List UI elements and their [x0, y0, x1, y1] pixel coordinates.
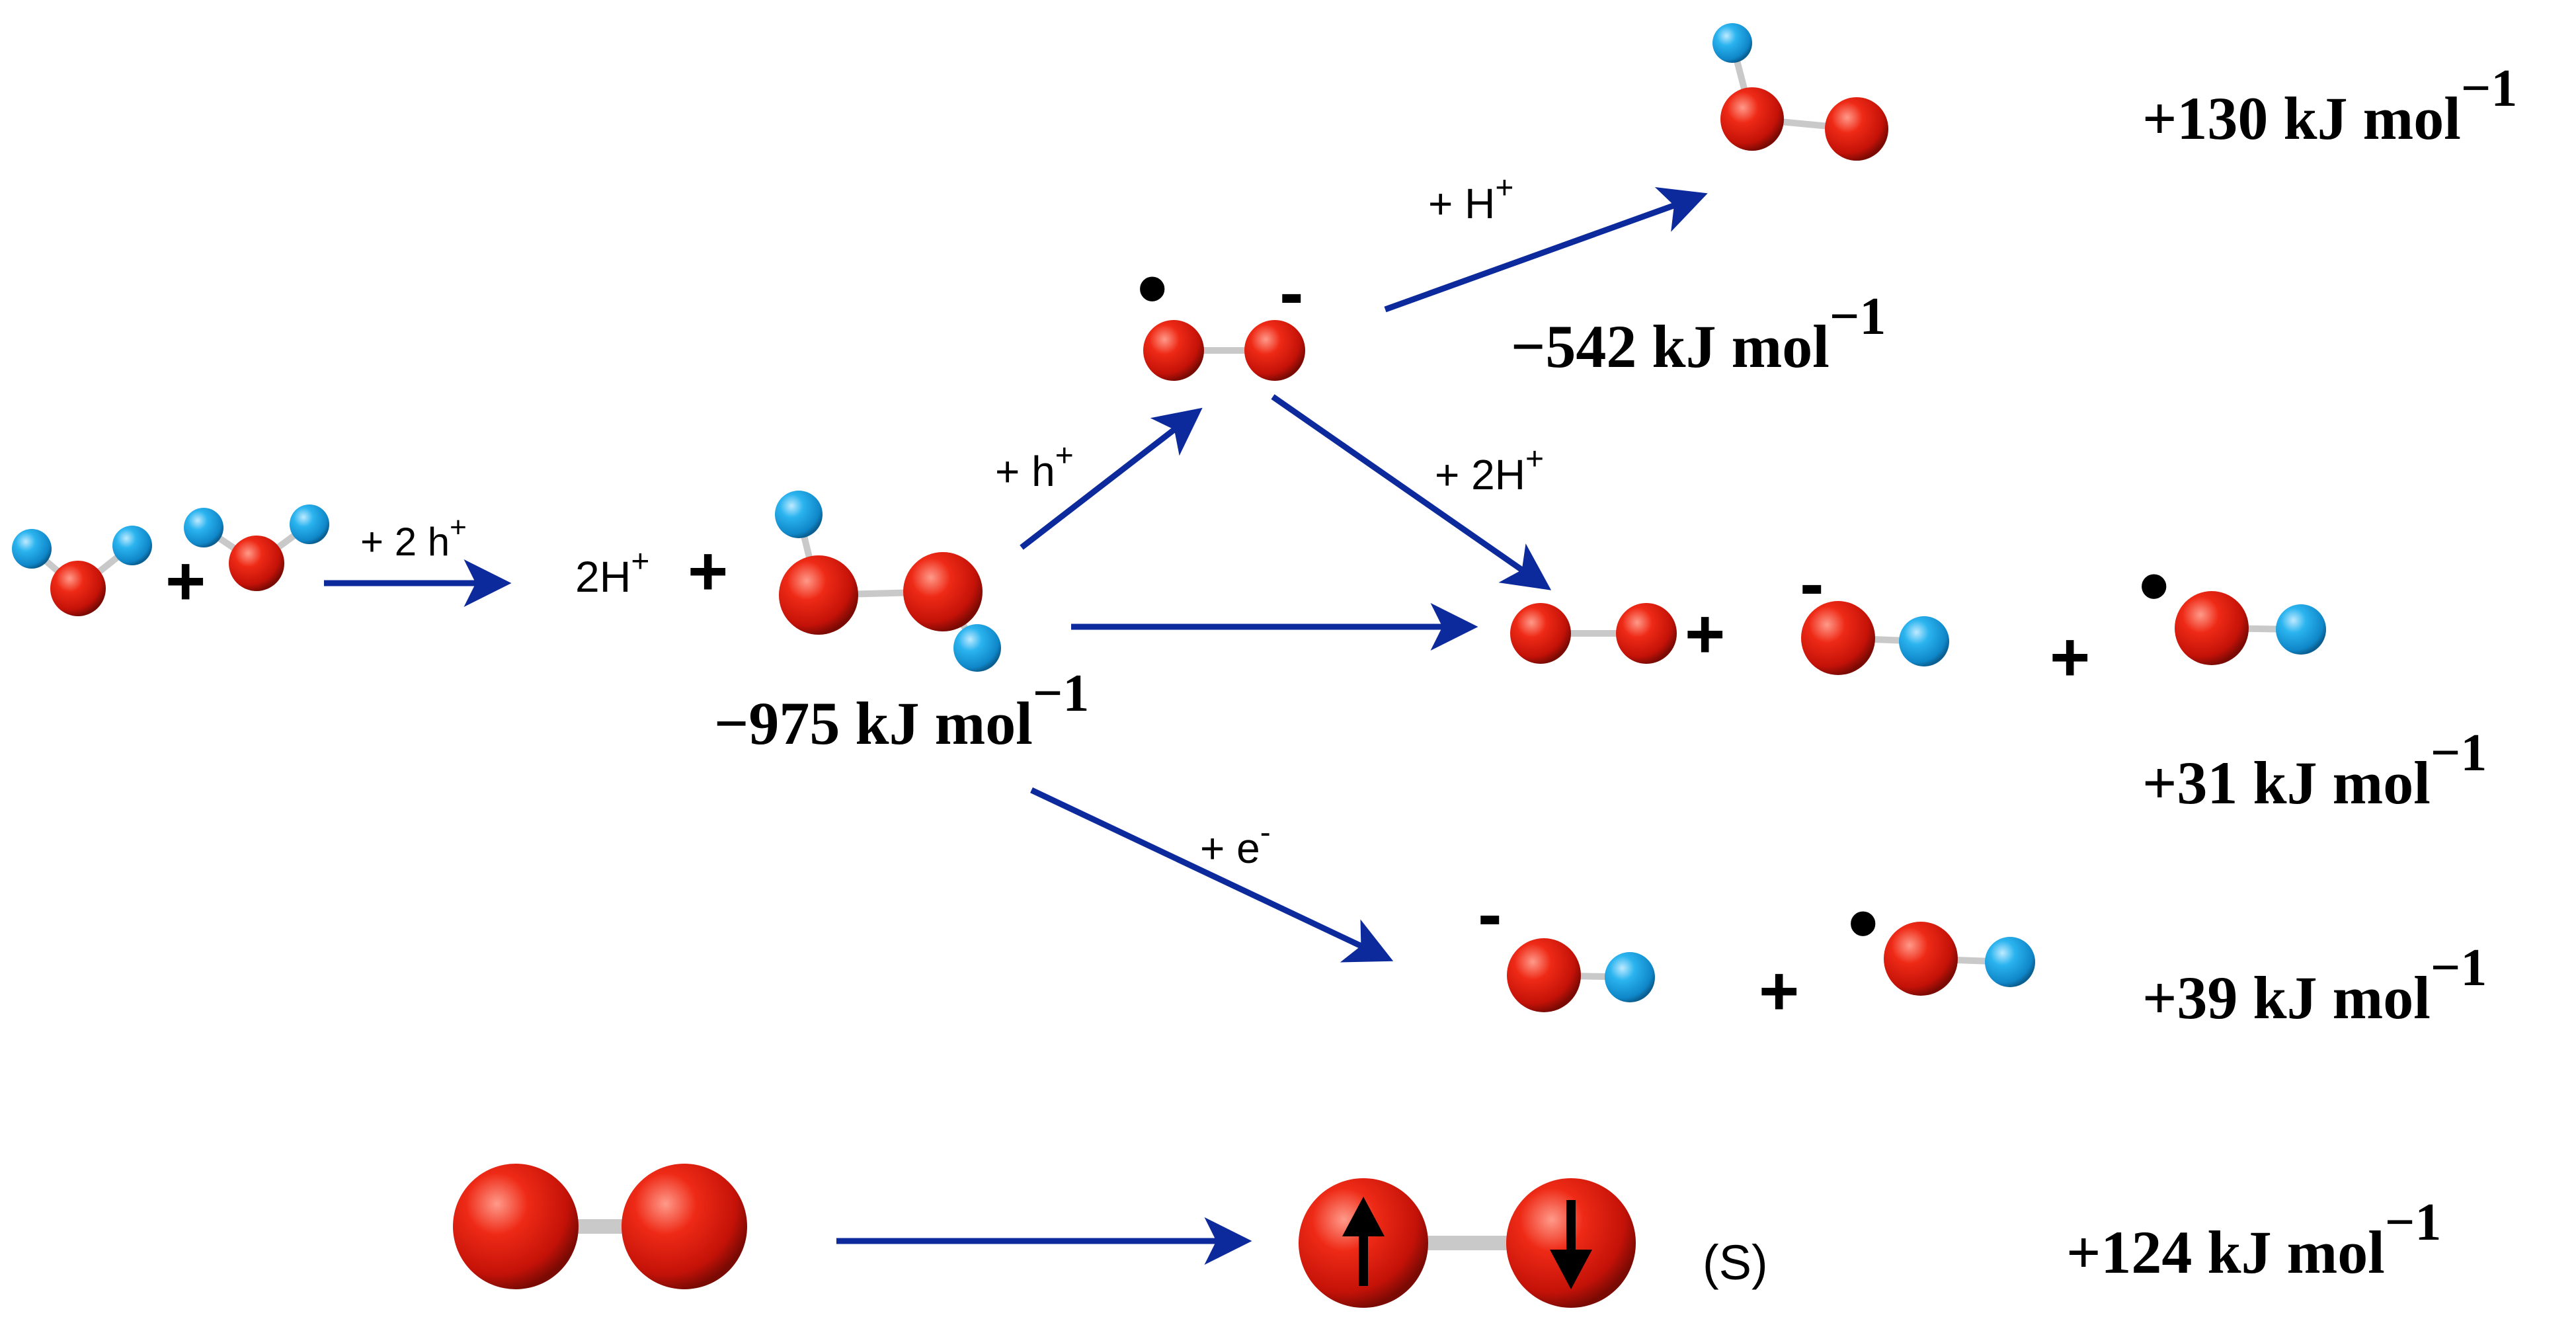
energy-superoxide: −542 kJ mol−1	[1511, 288, 1886, 380]
oxygen-atom	[1244, 320, 1305, 381]
spin-down-arrow-icon	[1550, 1200, 1592, 1289]
oxygen-atom	[1616, 603, 1677, 664]
singlet-state-label: (S)	[1703, 1235, 1768, 1290]
water-molecule-2	[184, 504, 329, 591]
oxygen-atom	[903, 552, 983, 631]
hydrogen-atom	[12, 529, 52, 569]
arrow-label-h-plus: + H+	[1428, 171, 1513, 227]
energy-reduction: +39 kJ mol−1	[2142, 939, 2487, 1031]
plus-sign: +	[688, 533, 728, 610]
spin-up-arrow-icon	[1342, 1197, 1385, 1286]
hydrogen-atom	[112, 526, 152, 565]
arrow-label-h: + h+	[995, 438, 1074, 495]
oxygen-molecule	[1510, 603, 1677, 664]
plus-sign: +	[2050, 619, 2090, 696]
energy-singlet: +124 kJ mol−1	[2066, 1193, 2441, 1286]
oxygen-atom	[622, 1164, 747, 1289]
arrow-protonation	[1384, 186, 1708, 313]
water-molecule-1	[12, 526, 152, 616]
oxygen-atom	[50, 561, 106, 616]
arrow-2h-plus	[1271, 394, 1552, 590]
hydrogen-atom	[953, 624, 1001, 672]
arrow-electron-capture	[1030, 787, 1394, 963]
radical-dot: •	[1137, 239, 1168, 336]
oxygen-atom	[1510, 603, 1571, 664]
energy-hydroperoxyl: +130 kJ mol−1	[2142, 60, 2517, 152]
arrow-label-2h-plus: + 2H+	[1435, 442, 1544, 499]
hydrogen-atom	[775, 491, 823, 538]
radical-dot: •	[2139, 537, 2169, 633]
plus-sign: +	[165, 543, 206, 620]
oxygen-atom	[1801, 601, 1875, 675]
oxygen-atom	[1825, 97, 1888, 161]
plus-sign: +	[1759, 953, 1799, 1030]
oxygen-atom	[779, 555, 858, 635]
oxygen-atom	[453, 1164, 579, 1289]
plus-sign: +	[1685, 596, 1725, 673]
hydroxide-molecule	[1801, 601, 1949, 675]
oxygen-atom	[2175, 591, 2249, 665]
oxygen-atom	[1884, 922, 1958, 996]
negative-charge: -	[1279, 252, 1304, 333]
arrow-label-2h: + 2 h+	[360, 511, 467, 564]
hydrogen-atom	[1712, 23, 1752, 63]
hydrogen-atom	[184, 508, 223, 547]
hydroxyl-radical-molecule	[1884, 922, 2035, 996]
oxygen-atom	[1720, 87, 1784, 151]
hydrogen-atom	[1985, 937, 2035, 987]
hydroxide-molecule	[1507, 938, 1655, 1012]
oxygen-atom	[229, 536, 284, 591]
hydroperoxyl-molecule	[1712, 23, 1888, 161]
superoxide-molecule	[1143, 320, 1305, 381]
hydrogen-atom	[2276, 604, 2326, 655]
triplet-oxygen-molecule	[453, 1164, 747, 1289]
hydrogen-atom	[1605, 952, 1655, 1002]
oxygen-atom	[1507, 938, 1581, 1012]
hydrogen-peroxide-molecule	[775, 491, 1001, 672]
hydrogen-atom	[1899, 616, 1949, 666]
singlet-oxygen-molecule	[1299, 1178, 1636, 1308]
prefix-2h-plus: 2H+	[575, 544, 649, 601]
energy-dissociation: +31 kJ mol−1	[2142, 724, 2487, 817]
arrow-label-e: + e-	[1200, 815, 1271, 872]
hydrogen-atom	[290, 504, 329, 544]
energy-peroxide: −975 kJ mol−1	[714, 664, 1089, 757]
radical-dot: •	[1848, 874, 1878, 971]
negative-charge: -	[1478, 873, 1502, 955]
oxygen-atom	[1143, 320, 1204, 381]
hydroxyl-radical-molecule	[2175, 591, 2326, 665]
arrow-hole-capture	[1020, 407, 1203, 550]
